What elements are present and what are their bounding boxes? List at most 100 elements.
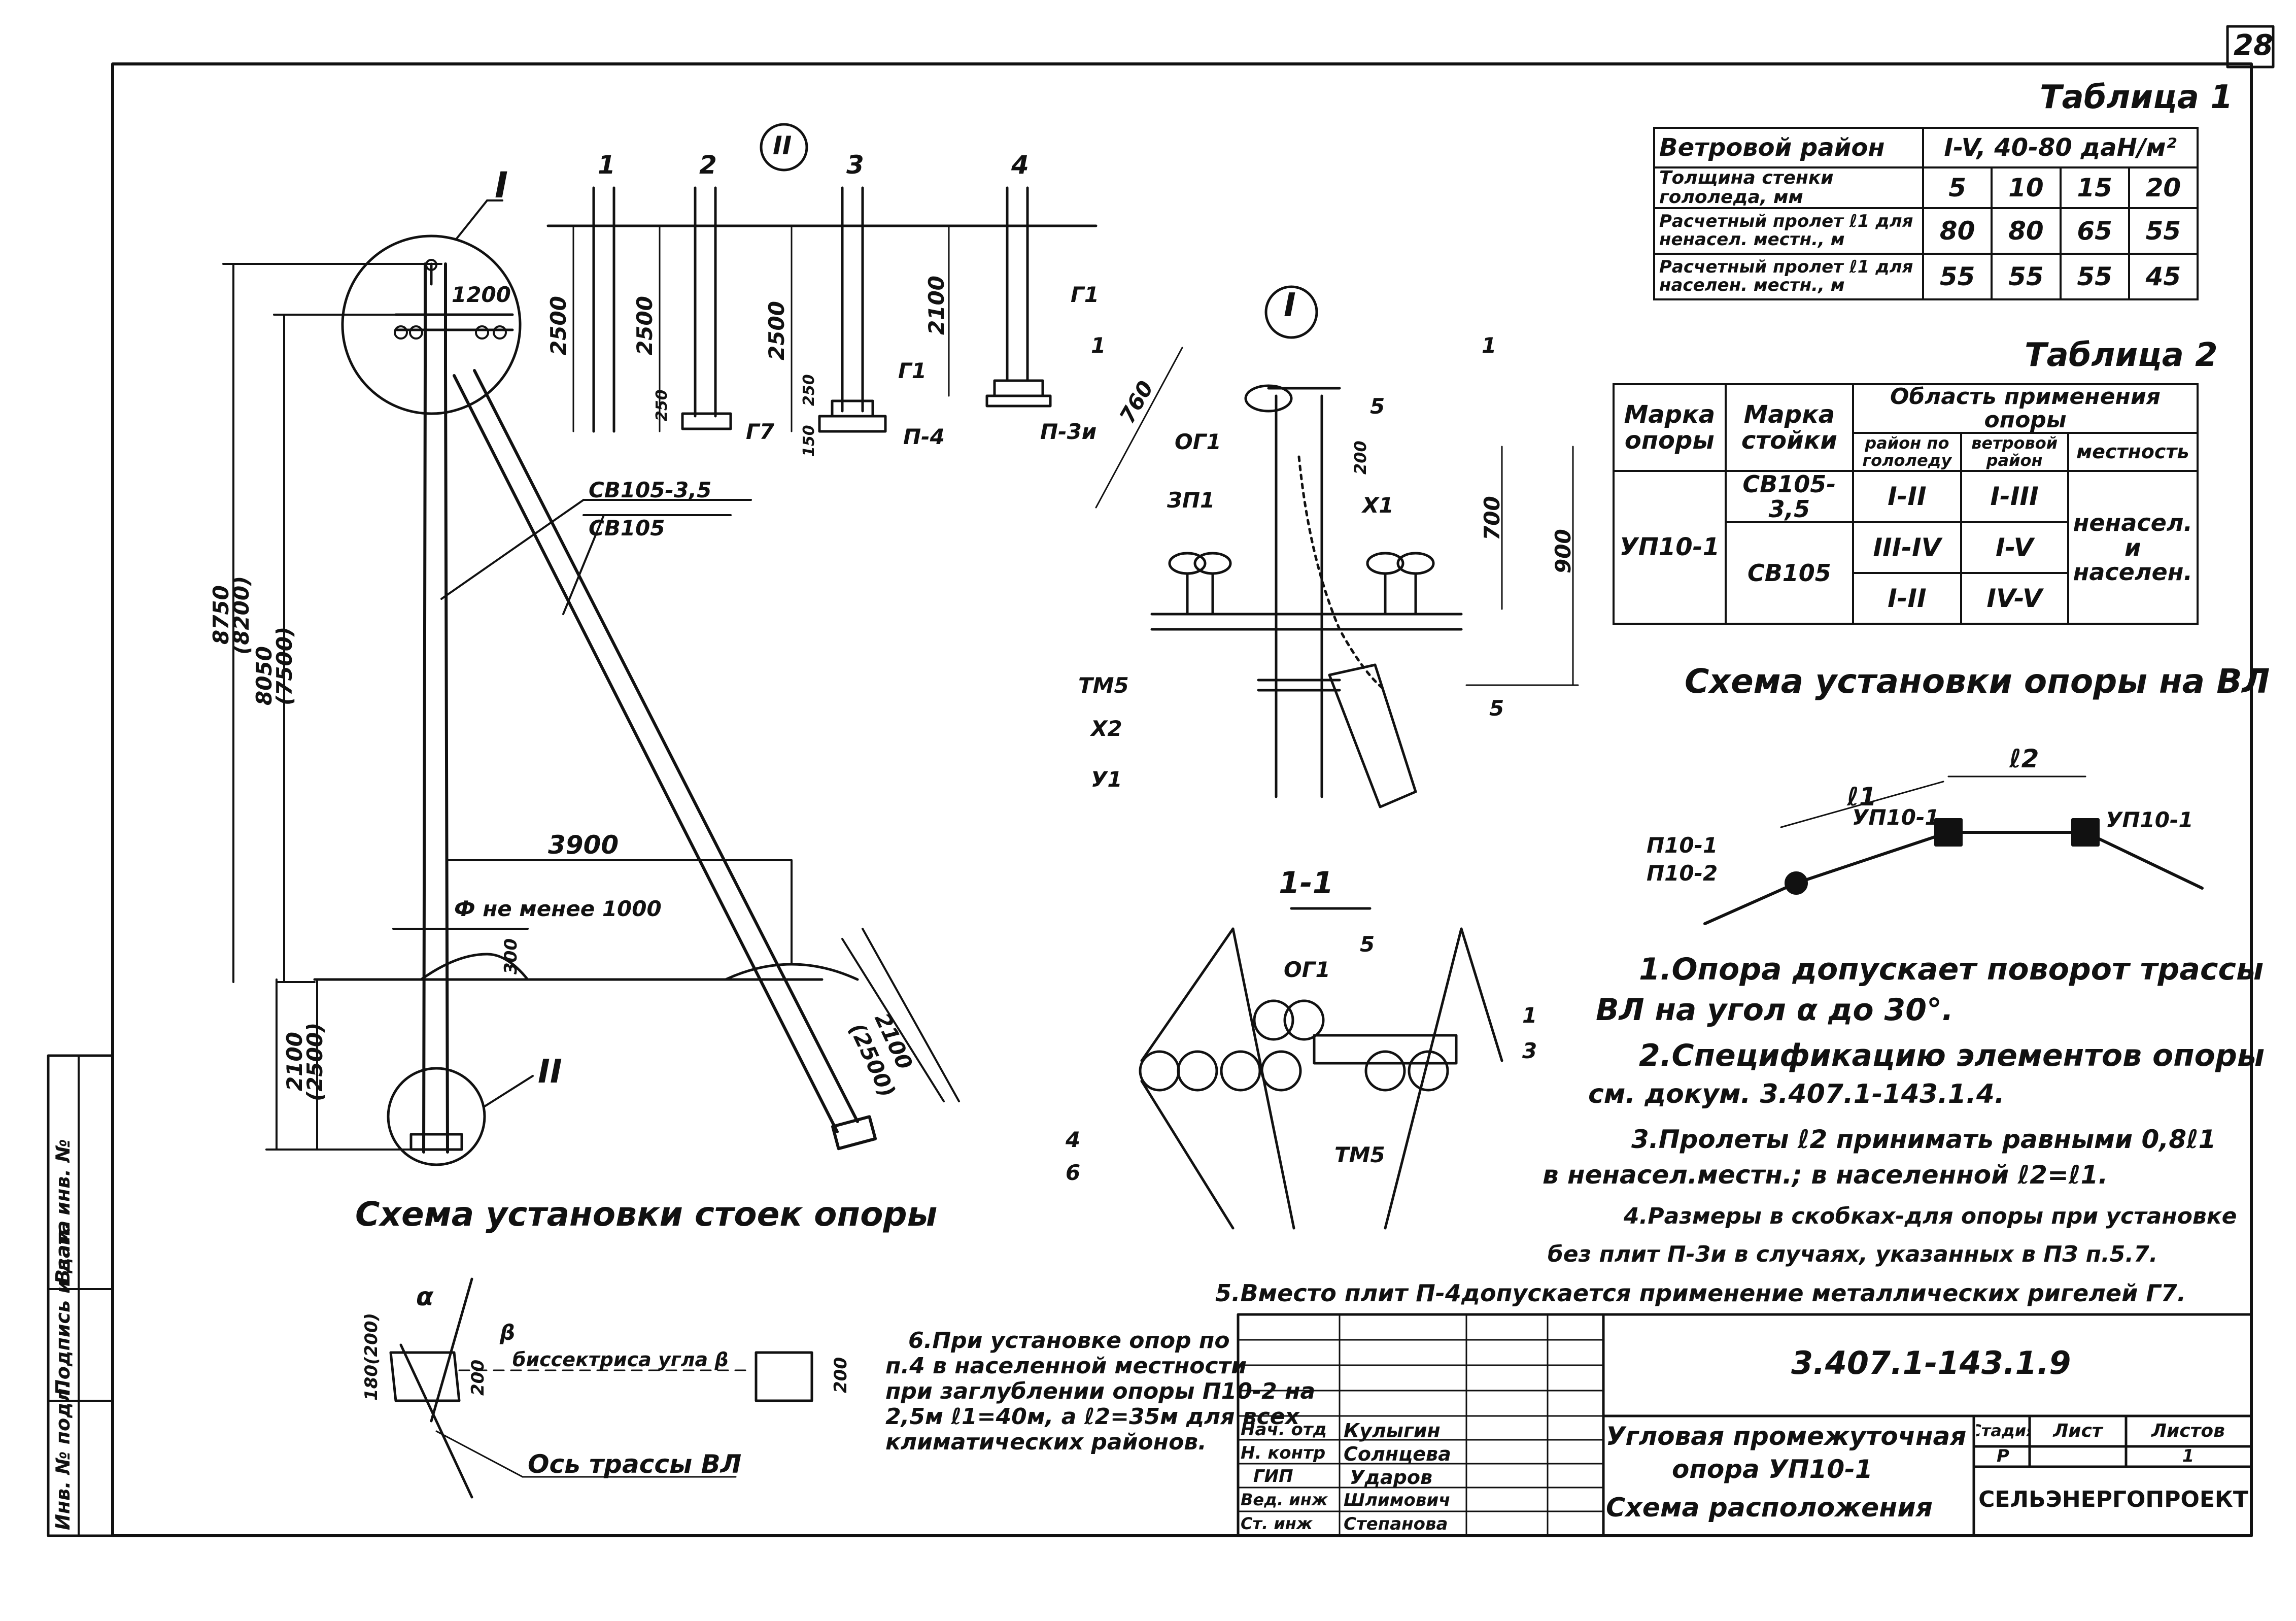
note-line: без плит П-3и в случаях, указанных в ПЗ … (1548, 1241, 2158, 1267)
detail-I-d200: 200 (1351, 441, 1370, 475)
detail-II-dim: 2100 (924, 276, 949, 335)
table1: Ветровой район I-V, 40-80 даН/м² Толщина… (1653, 127, 2199, 300)
table1-cell: 55 (2128, 207, 2199, 255)
table2-post: СВ105-3,5 (1724, 470, 1855, 523)
doc-code: 3.407.1-143.1.9 (1791, 1344, 2071, 1381)
table1-cell: 5 (1922, 166, 1993, 209)
title-block-grid (1237, 1313, 2253, 1537)
table1-row-label: Толщина стенки гололеда, мм (1653, 166, 1924, 209)
dim-lines-left (222, 263, 960, 1151)
stamp-org: СЕЛЬЭНЕРГОПРОЕКТ (1978, 1486, 2248, 1512)
inclined-strut (453, 369, 877, 1151)
note-line: ВЛ на угол α до 30°. (1596, 992, 1954, 1028)
table1-cell: 20 (2128, 166, 2199, 209)
detail-II-dim: 2500 (764, 301, 789, 360)
detail-II-drawing (546, 123, 1098, 433)
margin-vzam: Взам. инв. № (52, 1139, 74, 1284)
table2-locality: ненасел. и населен. (2067, 470, 2199, 625)
table2-wind: I-V (1960, 521, 2069, 574)
detail-I-n5b: 5 (1489, 696, 1504, 721)
table2-title: Таблица 2 (2025, 336, 2218, 374)
table1-cell: 55 (2059, 253, 2130, 300)
detail-II-p4: П-4 (903, 424, 945, 449)
stamp-stage-label: Стадия (1976, 1421, 2030, 1441)
table2-col-area: Область применения опоры (1852, 383, 2199, 434)
detail-II-circle: II (773, 131, 792, 160)
scheme-vl-up-left: УП10-1 (1852, 805, 1940, 830)
note6-line: при заглублении опоры П10-2 на (885, 1378, 1316, 1404)
detail-I-x1: Х1 (1362, 493, 1394, 518)
section-n3: 3 (1522, 1038, 1537, 1063)
post-label-sv105-3-5: СВ105-3,5 (589, 478, 712, 502)
left-margin-strip (47, 1054, 114, 1537)
detail-circle-II (387, 1067, 486, 1166)
table1-header-right: I-V, 40-80 даН/м² (1922, 127, 2199, 168)
detail-II-num: 2 (699, 150, 717, 180)
angle-axis: Ось трассы ВЛ (528, 1449, 742, 1479)
scheme-vl-p10-2: П10-2 (1647, 861, 1718, 886)
detail-II-d250: 250 (653, 389, 671, 421)
dim-1200: 1200 (452, 282, 511, 307)
detail-II-num: 3 (846, 150, 864, 180)
angle-beta: β (500, 1320, 516, 1345)
stamp-role: ГИП (1253, 1466, 1293, 1487)
detail-I-circle: I (1284, 287, 1296, 324)
angle-alpha: α (416, 1282, 434, 1311)
table2-ice: III-IV (1852, 521, 1962, 574)
stamp-sheet-label: Лист (2053, 1421, 2103, 1442)
detail-I-d700: 700 (1480, 496, 1504, 541)
dim-300: 300 (501, 938, 521, 974)
table2-sub-locality: местность (2067, 432, 2199, 472)
section-n1: 1 (1522, 1003, 1537, 1028)
angle-d200b: 200 (831, 1357, 851, 1393)
detail-II-d150: 150 (800, 425, 818, 457)
detail-II-dim: 2500 (546, 296, 571, 355)
table2-sub-wind: ветровой район (1960, 432, 2069, 472)
table1-cell: 65 (2059, 207, 2130, 255)
scheme-vl-p10-1: П10-1 (1647, 833, 1718, 858)
table1-header-left: Ветровой район (1653, 127, 1924, 168)
note-line: 3.Пролеты ℓ2 принимать равными 0,8ℓ1 (1631, 1125, 2216, 1154)
main-post (422, 262, 449, 1154)
doc-title-3: Схема расположения (1606, 1493, 1933, 1523)
dim-2500: (2500) (302, 1022, 327, 1101)
detail-I-u1: У1 (1091, 767, 1122, 792)
table2-support-name: УП10-1 (1613, 470, 1727, 625)
table1-row-label: Расчетный пролет ℓ1 для населен. местн.,… (1653, 253, 1924, 300)
note-line: 1.Опора допускает поворот трассы (1639, 952, 2264, 987)
detail-I-x2: Х2 (1091, 716, 1122, 741)
angle-bisector: биссектриса угла β (512, 1348, 729, 1371)
section-n6: 6 (1066, 1160, 1081, 1185)
stamp-stage: Р (1997, 1446, 2009, 1467)
ground-line (313, 953, 859, 981)
section-tm5: ТМ5 (1334, 1142, 1385, 1167)
dim-8200: (8200) (229, 576, 254, 655)
detail-II-d250b: 250 (800, 374, 818, 406)
note6-line: п.4 в населенной местности (885, 1353, 1247, 1379)
stamp-name: Кулыгин (1344, 1420, 1441, 1442)
table2-ice: I-II (1852, 571, 1962, 625)
detail-I-og1: ОГ1 (1175, 429, 1221, 454)
stamp-name: Степанова (1344, 1514, 1448, 1534)
page-number: 28 (2234, 29, 2273, 62)
doc-title-2: опора УП10-1 (1672, 1455, 1873, 1484)
scheme-vl-title: Схема установки опоры на ВЛ (1685, 662, 2270, 701)
table2-sub-ice: район по гололеду (1852, 432, 1962, 472)
table2-col-mark-post: Марка стойки (1724, 383, 1855, 472)
table1-row-label: Расчетный пролет ℓ1 для ненасел. местн.,… (1653, 207, 1924, 255)
detail-II-g1a: Г1 (898, 358, 927, 383)
table2: Марка опоры Марка стойки Область примене… (1613, 383, 2199, 625)
table1-cell: 55 (1991, 253, 2062, 300)
angle-d200: 200 (468, 1360, 488, 1396)
stamp-sheets-label: Листов (2151, 1421, 2225, 1442)
detail-I-sec-left: 1 (1091, 333, 1106, 358)
note-line: 5.Вместо плит П-4допускается применение … (1215, 1279, 2186, 1307)
angle-scheme-drawing (389, 1277, 813, 1499)
table1-cell: 10 (1991, 166, 2062, 209)
detail-I-sec-right: 1 (1482, 333, 1497, 358)
doc-title-1: Угловая промежуточная (1606, 1422, 1967, 1451)
dim-3900: 3900 (548, 830, 619, 860)
vl-scheme-drawing (1703, 775, 2204, 925)
section-1-1-drawing (1139, 907, 1503, 1230)
table2-ice: I-II (1852, 470, 1962, 523)
